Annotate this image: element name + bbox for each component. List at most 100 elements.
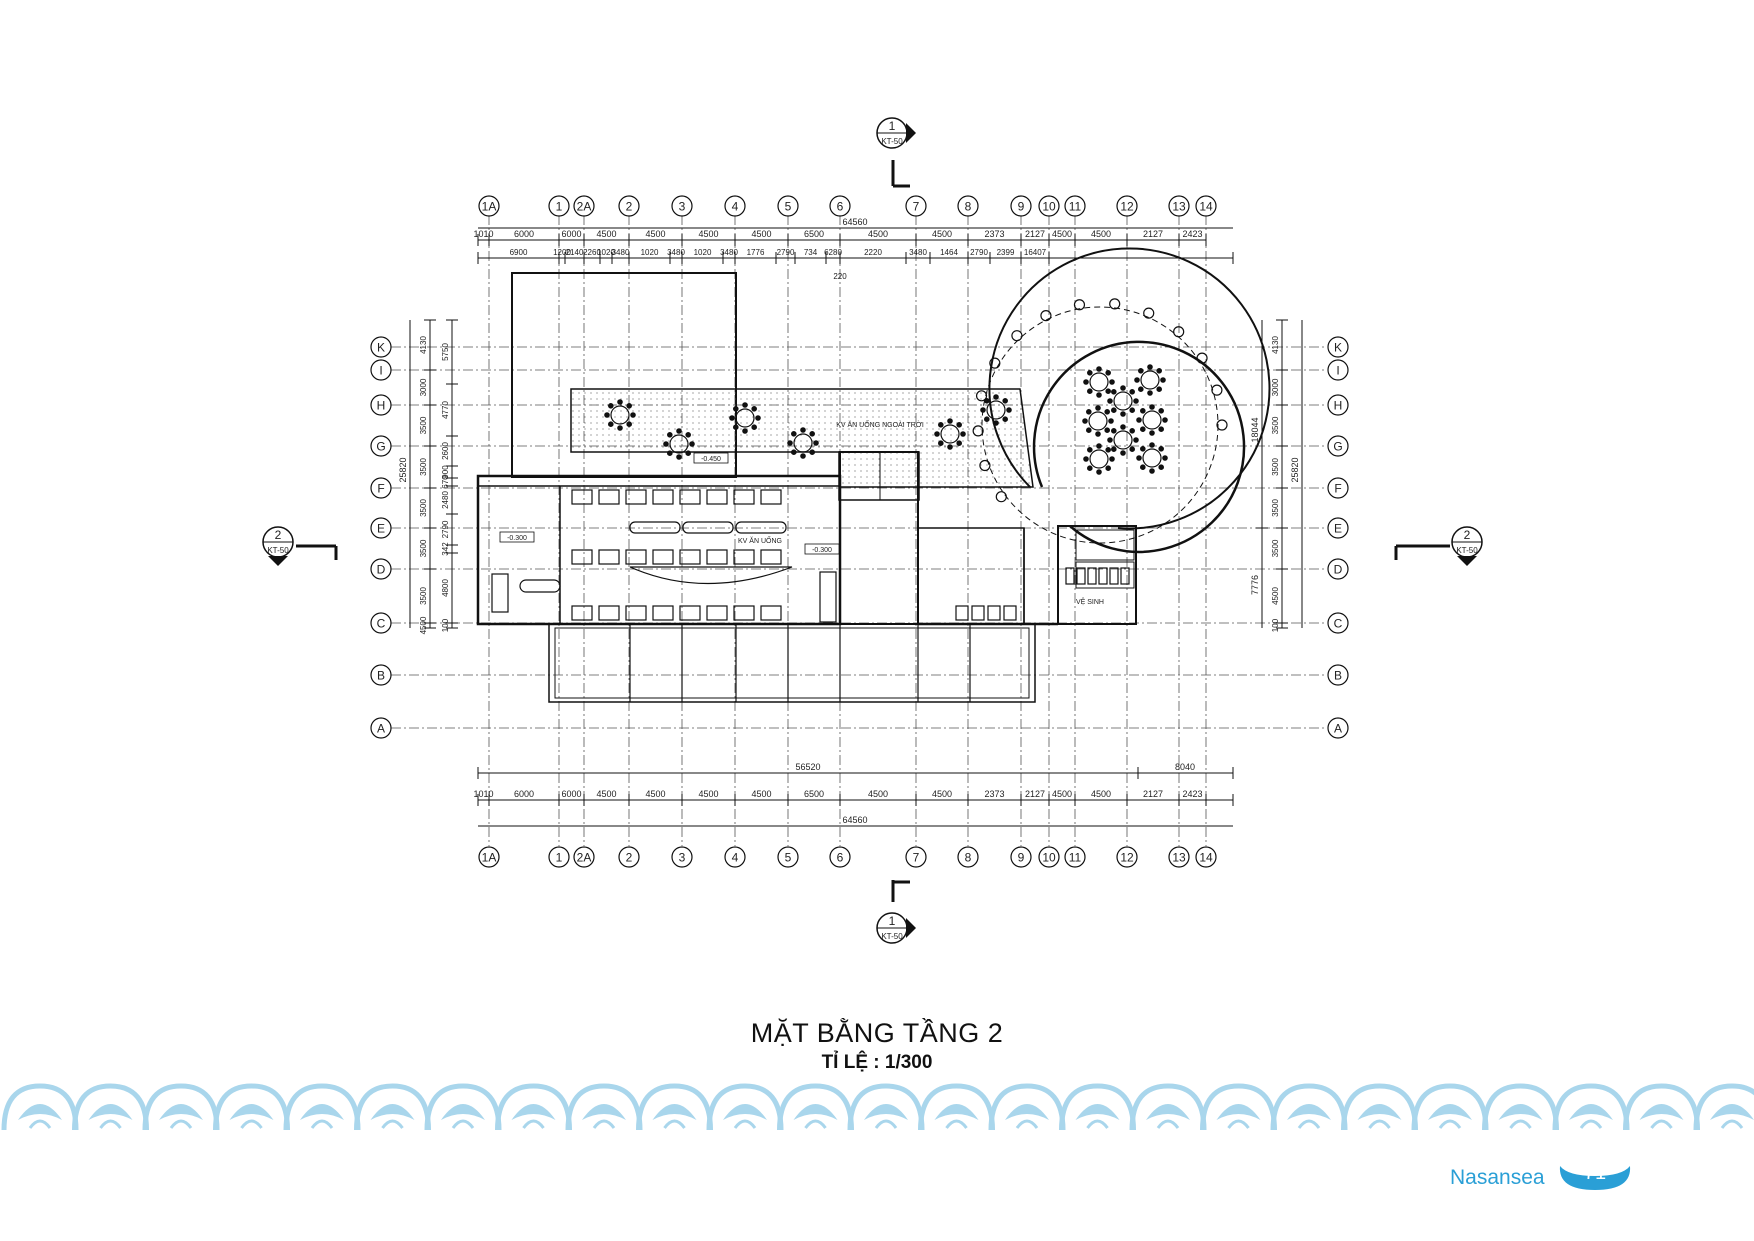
wave-leaf [300,1104,344,1120]
wave-arch [1341,1083,1418,1131]
wave-arch [1552,1083,1630,1131]
brand-name: Nasansea [1450,1166,1545,1189]
chair [1086,409,1092,415]
dim-left-row1: 3000 [419,378,428,396]
square-table [706,489,728,505]
booth-seat [975,390,988,402]
chair [1120,450,1126,456]
axis-label-row: E [1334,522,1342,536]
chair [1105,370,1111,376]
wave-curl [663,1119,686,1129]
round-table [735,408,755,428]
section-arrow [906,123,916,143]
axis-bubble [905,195,927,217]
dim-top-row1: 1010 [473,229,493,239]
dimension-lines [409,227,1303,827]
section-ref: KT-50 [881,137,903,146]
booth-seat [1211,384,1223,396]
section-number: 1 [889,914,896,928]
chair [1006,407,1012,413]
chair [742,402,748,408]
dim-left-row2: 2480 [441,491,450,509]
chair [960,431,966,437]
chair [1149,468,1155,474]
axis-label-col: 12 [1120,851,1134,865]
axis-label-col: 14 [1199,851,1213,865]
axis-bubble [1327,558,1349,580]
dim-top-row2: 2220 [864,248,882,257]
axis-bubble [1327,394,1349,416]
dim-bottom-row: 4500 [932,789,952,799]
wc-stall [1076,567,1086,585]
wave-arch [142,1083,220,1131]
round-table [1113,430,1133,450]
dim-left-row2: 2600 [441,442,450,460]
chair [934,431,940,437]
chair [1096,392,1102,398]
chair [1136,417,1142,423]
dim-total-bottom: 64560 [842,815,867,825]
dim-left-row1: 3500 [419,458,428,476]
wave-leaf [1569,1104,1613,1120]
section-arrow [268,556,288,566]
wave-arch [1693,1083,1754,1131]
axis-label-col: 2 [626,200,633,214]
axis-label-row: H [377,399,386,413]
section-marker-bottom: 1KT-50 [876,912,916,944]
chair [1140,464,1146,470]
chair [1134,377,1140,383]
dim-bottom-row: 6500 [804,789,824,799]
level-box [804,543,840,555]
chair [1158,408,1164,414]
chair [751,424,757,430]
chair [1082,418,1088,424]
axis-bubble [671,195,693,217]
wave-leaf [1357,1104,1402,1120]
chair [813,440,819,446]
round-table [793,433,813,453]
wave-leaf [1639,1104,1684,1120]
chair [1120,385,1126,391]
axis-bubble [370,359,392,381]
wave-curl [1156,1119,1180,1129]
square-table [733,549,755,565]
wave-curl [1227,1119,1250,1129]
chair [1129,446,1135,452]
chair [1160,377,1166,383]
axis-bubble [829,195,851,217]
chair [956,440,962,446]
chair [1147,364,1153,370]
dim-top-row2: 2790 [777,248,795,257]
chair [809,449,815,455]
axis-bubble [724,846,746,868]
chair [984,416,990,422]
chair [689,441,695,447]
axis-bubble [1327,359,1349,381]
dim-right-outer: 18044 [1250,417,1260,442]
square-table [598,605,620,621]
dim-top-row2: 16407 [1024,248,1047,257]
round-table [1088,411,1108,431]
chair [1129,407,1135,413]
level-main: -0.300 [812,547,832,554]
chair [1120,411,1126,417]
wave-leaf [229,1104,274,1120]
square-table [571,489,593,505]
axis-bubble [1195,846,1217,868]
axis-bubble [1327,612,1349,634]
wave-arch [1,1083,79,1131]
chair [1140,426,1146,432]
dim-top-row2: 2790 [970,248,988,257]
dim-right-row: 4500 [1271,587,1280,605]
dim-bottom-row: 2423 [1182,789,1202,799]
dim-top-row2: 1464 [940,248,958,257]
axis-grid-lines: 1A1A112A2A223344556677889910101111121213… [370,195,1349,868]
wave-arch [565,1083,643,1131]
chair [1120,424,1126,430]
wc-stall [1065,567,1075,585]
axis-label-col: 13 [1172,851,1186,865]
round-table [940,424,960,444]
chair [1108,418,1114,424]
chair [947,444,953,450]
chair [809,431,815,437]
